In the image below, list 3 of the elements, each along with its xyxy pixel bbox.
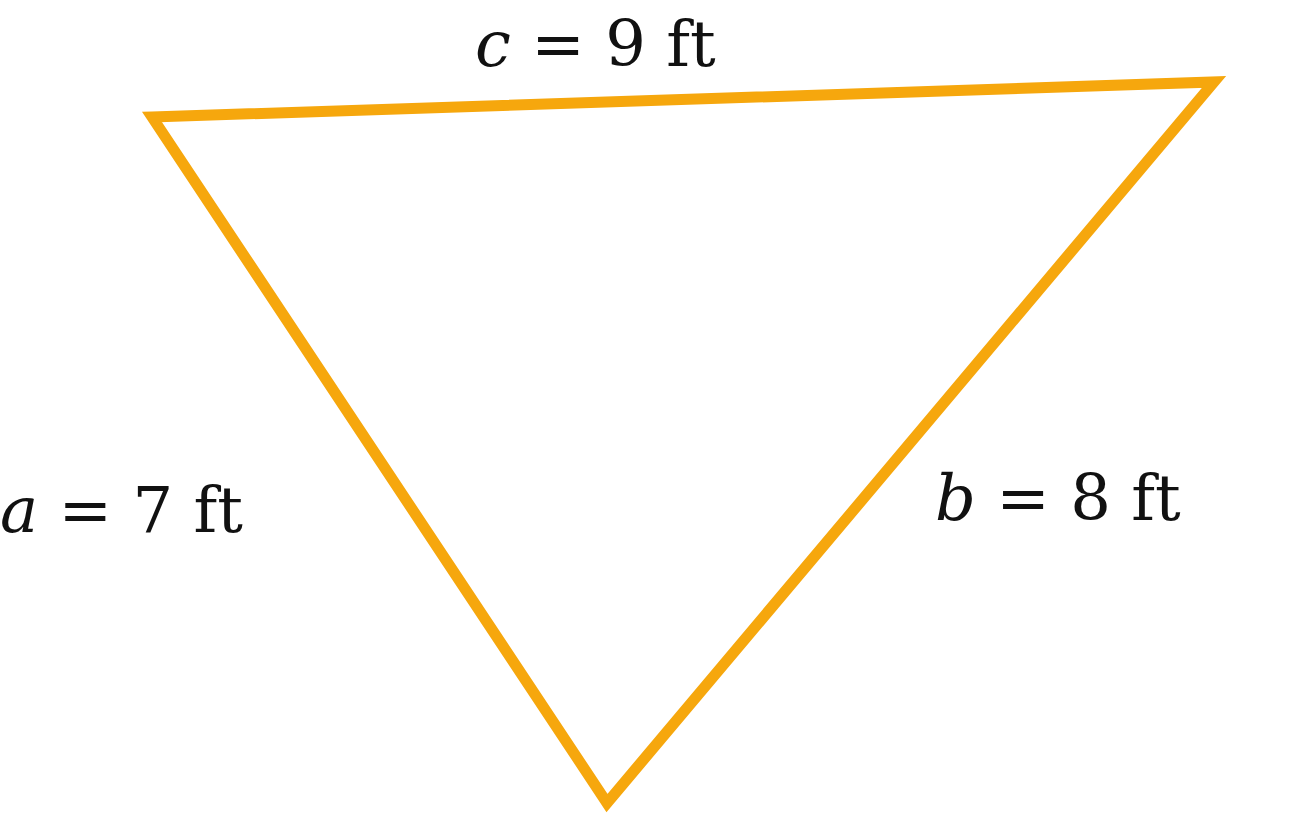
side-length-label: a = 7 ft — [0, 478, 243, 542]
side-length-label: b = 8 ft — [935, 466, 1181, 530]
side-length-label: c = 9 ft — [475, 12, 716, 76]
